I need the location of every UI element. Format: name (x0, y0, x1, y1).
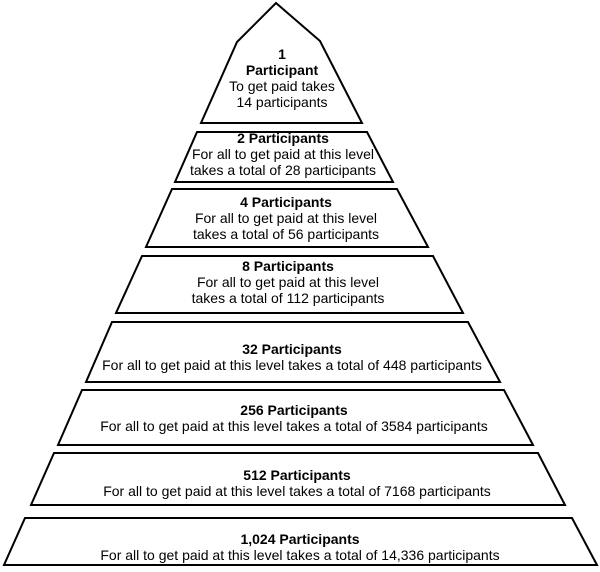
level-8-body-line-1: For all to get paid at this level takes … (100, 547, 500, 563)
pyramid-level-4-shape (114, 255, 465, 314)
level-3-count: 4 Participants (240, 194, 332, 210)
pyramid-level-5-label: 32 Participants For all to get paid at t… (0, 341, 592, 373)
pyramid-level-6-shape (56, 389, 535, 446)
level-4-count: 8 Participants (242, 258, 334, 274)
pyramid-level-3-label: 4 Participants For all to get paid at th… (0, 194, 586, 242)
level-1-body-line-1: To get paid takes (229, 78, 335, 94)
level-3-body-line-2: takes a total of 56 participants (193, 226, 379, 242)
level-1-count-word: Participant (245, 62, 319, 78)
level-6-count: 256 Participants (240, 402, 348, 418)
pyramid-level-1-shape (199, 1, 364, 124)
pyramid-level-8-shape (2, 517, 599, 566)
pyramid-level-7-shape (29, 452, 567, 506)
pyramid-level-2-label: 2 Participants For all to get paid at th… (0, 130, 583, 178)
level-4-body-line-2: takes a total of 112 participants (191, 290, 385, 306)
pyramid-level-7-label: 512 Participants For all to get paid at … (0, 467, 597, 499)
pyramid-level-6-label: 256 Participants For all to get paid at … (0, 402, 594, 434)
pyramid-level-1-label: 1 Participant To get paid takes 14 parti… (0, 46, 582, 110)
pyramid-level-2-shape (173, 131, 395, 183)
pyramid-level-3-shape (144, 188, 430, 248)
level-4-body-line-1: For all to get paid at this level (196, 274, 380, 290)
level-2-body-line-2: takes a total of 28 participants (190, 162, 376, 178)
level-8-count: 1,024 Participants (240, 531, 360, 547)
level-7-body-line-1: For all to get paid at this level takes … (103, 483, 491, 499)
level-7-count: 512 Participants (243, 467, 351, 483)
level-2-count: 2 Participants (237, 130, 329, 146)
level-5-body-line-1: For all to get paid at this level takes … (102, 357, 482, 373)
level-2-body-line-1: For all to get paid at this level (191, 146, 375, 162)
pyramid-level-4-label: 8 Participants For all to get paid at th… (0, 258, 588, 306)
level-3-body-line-1: For all to get paid at this level (194, 210, 378, 226)
level-1-count: 1 (278, 46, 286, 62)
pyramid-level-8-label: 1,024 Participants For all to get paid a… (0, 531, 600, 563)
level-6-body-line-1: For all to get paid at this level takes … (100, 418, 488, 434)
level-5-count: 32 Participants (242, 341, 342, 357)
level-1-body-line-2: 14 participants (236, 94, 328, 110)
pyramid-level-5-shape (84, 321, 502, 383)
